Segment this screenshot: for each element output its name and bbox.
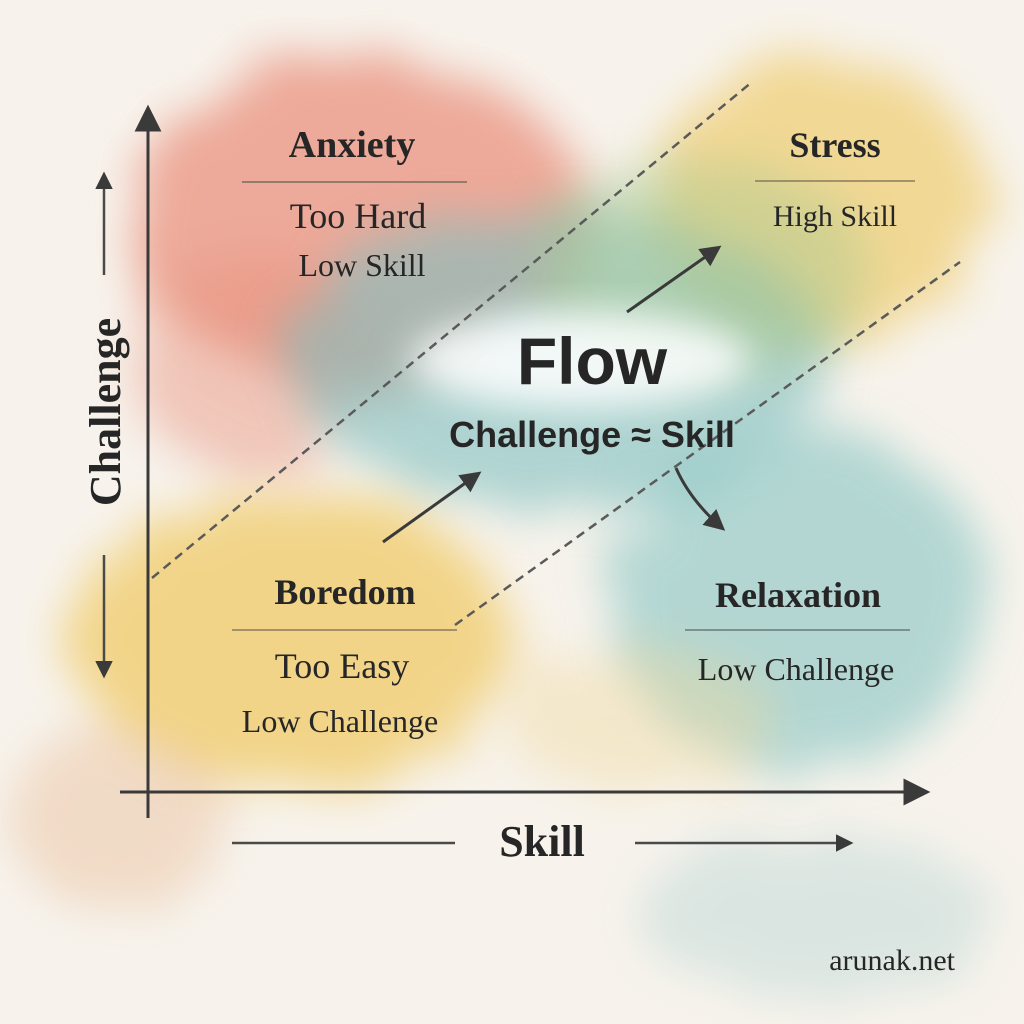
relaxation-line1: Low Challenge — [698, 651, 894, 687]
watercolor-background — [10, 60, 1000, 1000]
flow-highlight — [410, 312, 750, 408]
relaxation-wash-lower — [500, 650, 780, 790]
anxiety-title: Anxiety — [289, 124, 416, 166]
corner-wash-left — [10, 730, 230, 910]
relaxation-title: Relaxation — [715, 575, 881, 615]
x-axis-label: Skill — [499, 817, 585, 866]
corner-wash-right — [640, 840, 1000, 1000]
boredom-wash — [70, 490, 510, 790]
flow-subtitle: Challenge ≈ Skill — [449, 414, 735, 455]
arrow-flow-to-stress — [626, 245, 722, 314]
boredom-title: Boredom — [274, 572, 415, 612]
anxiety-line1: Too Hard — [290, 196, 426, 236]
flow-channel-upper-boundary — [151, 81, 753, 579]
arrow-flow-to-relaxation — [674, 467, 726, 531]
y-axis-label: Challenge — [81, 318, 130, 506]
stress-line1: High Skill — [773, 200, 897, 233]
boredom-line2: Low Challenge — [242, 703, 438, 739]
stress-title: Stress — [789, 125, 880, 165]
boredom-line1: Too Easy — [275, 646, 409, 686]
flow-title: Flow — [517, 324, 668, 398]
arrow-boredom-to-flow — [382, 471, 482, 544]
credit-text: arunak.net — [829, 944, 955, 977]
anxiety-line2: Low Skill — [298, 247, 425, 283]
flow-channel-lower-boundary — [454, 260, 961, 627]
